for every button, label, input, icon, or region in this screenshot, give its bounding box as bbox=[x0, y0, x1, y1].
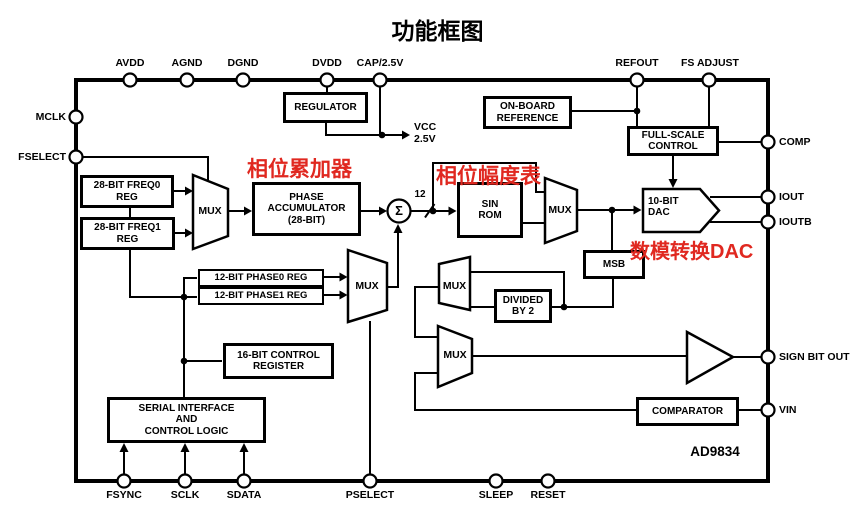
pin-dgnd bbox=[235, 72, 251, 88]
buffer-triangle bbox=[685, 329, 736, 386]
pin-label-sign-bit-out: SIGN BIT OUT bbox=[779, 351, 850, 363]
pin-sclk bbox=[177, 473, 193, 489]
pin-cap bbox=[372, 72, 388, 88]
pin-label-dvdd: DVDD bbox=[312, 57, 342, 69]
vcc-label: VCC bbox=[414, 121, 437, 133]
pin-label-reset: RESET bbox=[530, 489, 566, 501]
annotation-dac: 数模转换DAC bbox=[630, 241, 754, 263]
block-phase1-reg: 12-BIT PHASE1 REG bbox=[198, 287, 324, 305]
pin-label-cap: CAP/2.5V bbox=[356, 57, 404, 69]
block-serial-interface: SERIAL INTERFACE AND CONTROL LOGIC bbox=[107, 397, 266, 443]
pin-vin bbox=[760, 402, 776, 418]
pin-circles bbox=[68, 72, 776, 489]
block-phase0-reg: 12-BIT PHASE0 REG bbox=[198, 269, 324, 287]
mux-shapes bbox=[191, 173, 579, 389]
bus-width-label: 12 bbox=[414, 189, 426, 200]
block-onboard-reference: ON-BOARD REFERENCE bbox=[483, 96, 572, 129]
vcc-voltage-label: 2.5V bbox=[414, 133, 436, 145]
pin-label-pselect: PSELECT bbox=[345, 489, 395, 501]
wires bbox=[76, 80, 762, 474]
pin-label-refout: REFOUT bbox=[615, 57, 659, 69]
msb-mux-label: MUX bbox=[442, 280, 467, 292]
block-full-scale-control: FULL-SCALE CONTROL bbox=[627, 126, 719, 156]
pin-label-sleep: SLEEP bbox=[478, 489, 514, 501]
pin-agnd bbox=[179, 72, 195, 88]
pin-label-fselect: FSELECT bbox=[18, 151, 66, 163]
block-control-register: 16-BIT CONTROL REGISTER bbox=[223, 343, 334, 379]
pin-fs-adjust bbox=[701, 72, 717, 88]
pin-label-fsync: FSYNC bbox=[106, 489, 142, 501]
phase-mux-label: MUX bbox=[355, 280, 379, 292]
block-freq0-reg: 28-BIT FREQ0 REG bbox=[80, 175, 174, 208]
dac-shape bbox=[641, 187, 721, 234]
dac-label: 10-BIT DAC bbox=[648, 196, 679, 218]
msb-mux-shape bbox=[437, 255, 472, 312]
annotation-phase-accumulator: 相位累加器 bbox=[247, 158, 352, 181]
pin-refout bbox=[629, 72, 645, 88]
pin-sign-bit-out bbox=[760, 349, 776, 365]
pin-label-dgnd: DGND bbox=[227, 57, 259, 69]
pin-fselect bbox=[68, 149, 84, 165]
pin-label-avdd: AVDD bbox=[115, 57, 145, 69]
sign-mux-shape bbox=[436, 324, 474, 389]
sigma-symbol: Σ bbox=[395, 203, 403, 218]
pin-label-ioutb: IOUTB bbox=[779, 216, 812, 228]
sigma-adder-circle bbox=[386, 198, 412, 224]
pin-comp bbox=[760, 134, 776, 150]
pin-label-iout: IOUT bbox=[779, 191, 805, 203]
pin-label-mclk: MCLK bbox=[35, 111, 66, 123]
rom-bypass-mux-shape bbox=[543, 176, 579, 245]
pin-label-comp: COMP bbox=[779, 136, 811, 148]
block-freq1-reg: 28-BIT FREQ1 REG bbox=[80, 217, 175, 250]
page-title: 功能框图 bbox=[391, 18, 484, 44]
freq-mux-shape bbox=[191, 173, 230, 251]
pin-ioutb bbox=[760, 214, 776, 230]
chip-name: AD9834 bbox=[690, 444, 740, 459]
block-regulator: REGULATOR bbox=[283, 92, 368, 123]
sign-mux-label: MUX bbox=[443, 349, 467, 361]
pin-sdata bbox=[236, 473, 252, 489]
block-phase-accumulator: PHASE ACCUMULATOR (28-BIT) bbox=[252, 182, 361, 236]
pin-label-sclk: SCLK bbox=[170, 489, 200, 501]
block-sin-rom: SIN ROM bbox=[457, 182, 523, 238]
pin-label-sdata: SDATA bbox=[226, 489, 262, 501]
pin-sleep bbox=[488, 473, 504, 489]
pin-mclk bbox=[68, 109, 84, 125]
pin-fsync bbox=[116, 473, 132, 489]
arrowheads bbox=[119, 130, 678, 452]
block-msb: MSB bbox=[583, 250, 645, 279]
pin-reset bbox=[540, 473, 556, 489]
pin-dvdd bbox=[319, 72, 335, 88]
pin-label-vin: VIN bbox=[779, 404, 797, 416]
phase-mux-shape bbox=[346, 248, 389, 324]
block-divided-by-2: DIVIDED BY 2 bbox=[494, 289, 552, 323]
pin-label-agnd: AGND bbox=[171, 57, 203, 69]
pin-avdd bbox=[122, 72, 138, 88]
pin-label-fs-adjust: FS ADJUST bbox=[681, 57, 739, 69]
block-comparator: COMPARATOR bbox=[636, 397, 739, 426]
junction-dots bbox=[180, 107, 641, 365]
pin-pselect bbox=[362, 473, 378, 489]
rom-bypass-mux-label: MUX bbox=[548, 204, 572, 216]
chip-outline bbox=[74, 78, 770, 483]
annotation-phase-amplitude-table: 相位幅度表 bbox=[436, 165, 541, 188]
pin-iout bbox=[760, 189, 776, 205]
freq-mux-label: MUX bbox=[198, 205, 222, 217]
